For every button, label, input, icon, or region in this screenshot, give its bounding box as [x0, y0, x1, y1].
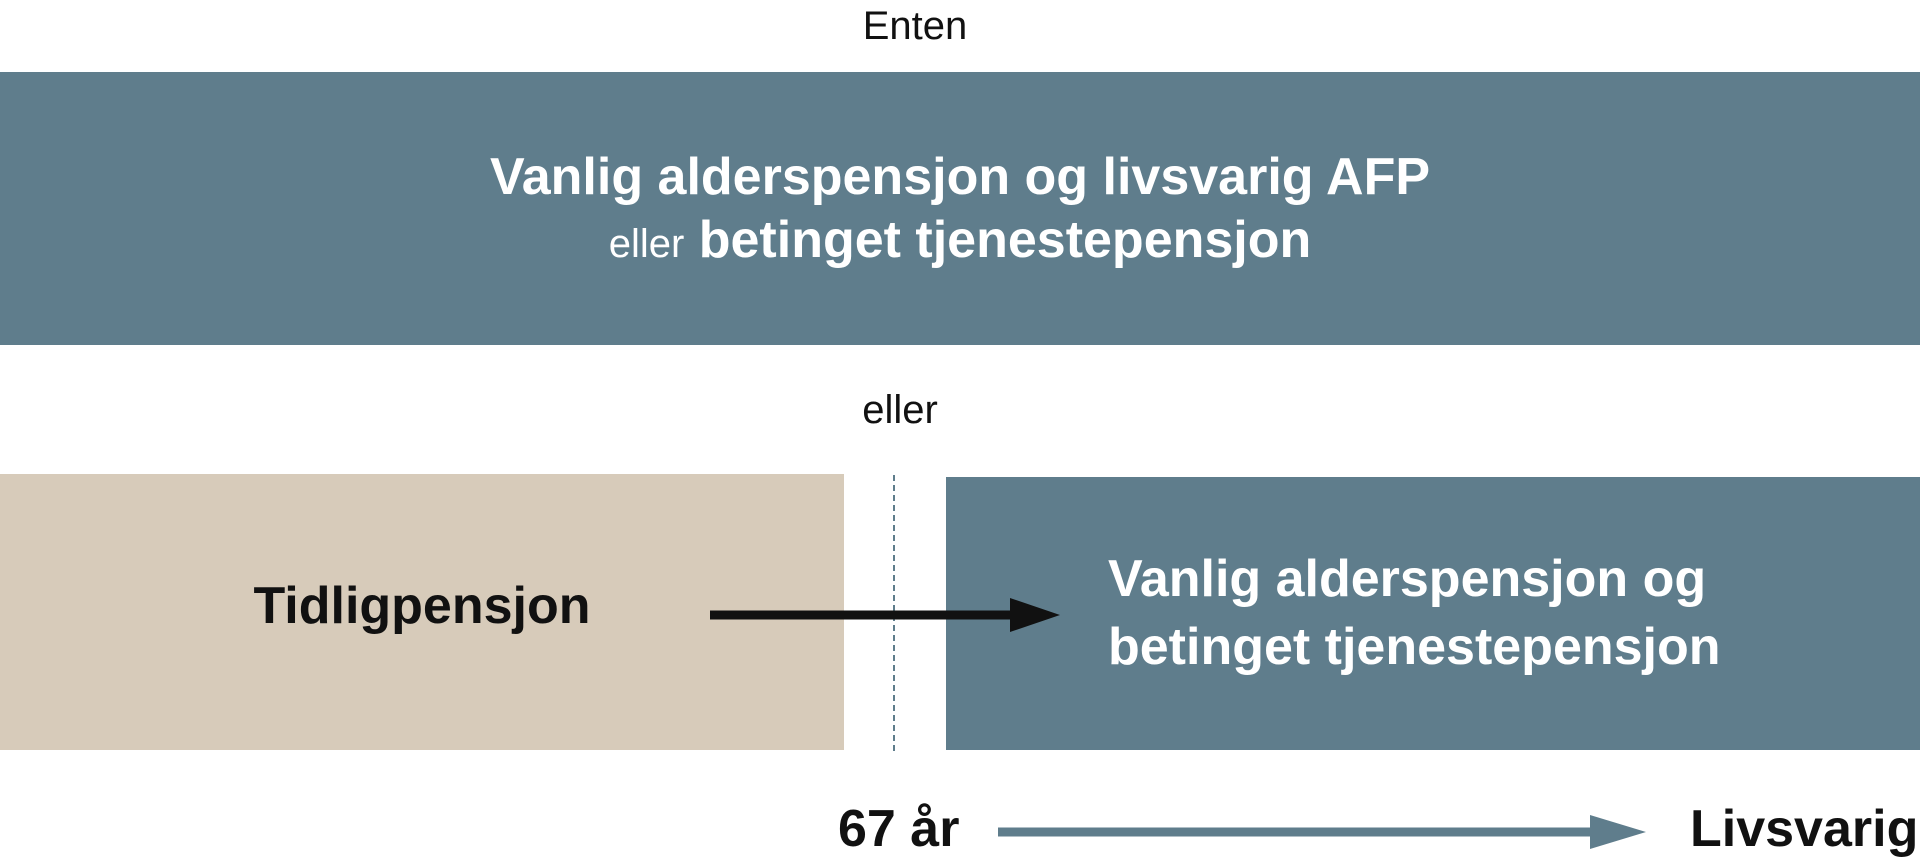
arrow-right-icon	[710, 598, 1060, 632]
option-a-connector: eller	[608, 221, 685, 266]
timeline-end-label: Livsvarig	[1690, 800, 1919, 858]
option-a-box: Vanlig alderspensjon og livsvarig AFP el…	[0, 72, 1920, 345]
early-pension-label: Tidligpensjon	[253, 577, 591, 635]
enten-label: Enten	[862, 4, 968, 48]
later-pension-box: Vanlig alderspensjon og betinget tjenest…	[946, 477, 1920, 750]
timeline-start-label: 67 år	[838, 800, 960, 858]
option-a-line2: eller betinget tjenestepensjon	[609, 209, 1312, 271]
option-a-line1: Vanlig alderspensjon og livsvarig AFP	[489, 148, 1431, 207]
timeline-arrow-icon	[998, 815, 1646, 849]
option-a-line2-main: betinget tjenestepensjon	[698, 210, 1312, 269]
later-pension-line1: Vanlig alderspensjon og	[1108, 549, 1707, 608]
later-pension-line2: betinget tjenestepensjon	[1108, 617, 1721, 676]
eller-label: eller	[862, 388, 938, 432]
early-pension-box	[0, 474, 844, 750]
